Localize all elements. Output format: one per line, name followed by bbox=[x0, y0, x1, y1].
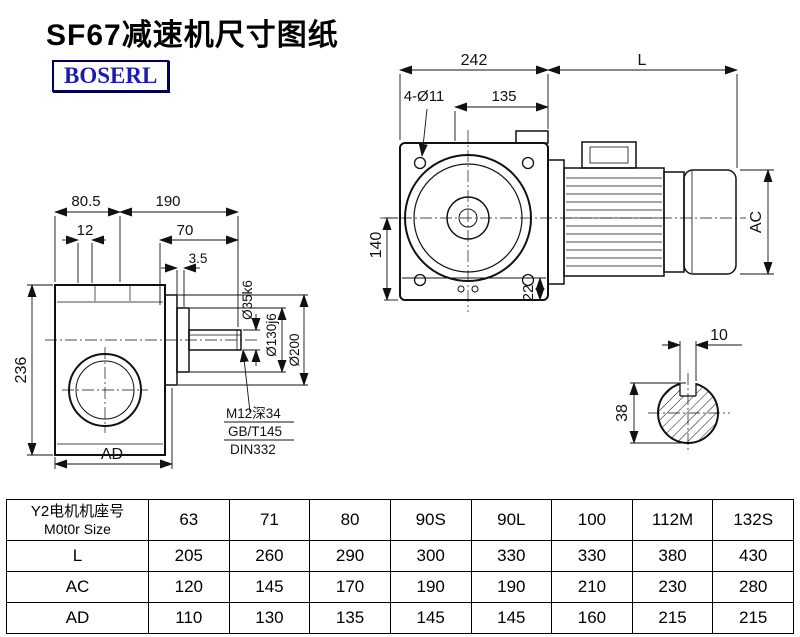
motor-size-90L: 90L bbox=[470, 499, 553, 541]
table-cell: 260 bbox=[228, 540, 311, 572]
fan-cowl bbox=[683, 169, 737, 275]
motor-size-90S: 90S bbox=[389, 499, 472, 541]
table-cell: 210 bbox=[551, 571, 633, 603]
row-label-AD: AD bbox=[6, 602, 149, 634]
dim-AC-label: AC bbox=[748, 211, 765, 233]
dim-flange-diameter-label: Ø200 bbox=[287, 333, 302, 366]
table-cell: 110 bbox=[148, 602, 230, 634]
table-cell: 215 bbox=[712, 602, 794, 634]
motor-size-header-cn: Y2电机机座号 bbox=[30, 503, 125, 520]
terminal-box bbox=[581, 141, 637, 169]
dim-shaft-diameter-label: Ø35k6 bbox=[240, 280, 255, 320]
motor-size-100: 100 bbox=[551, 499, 633, 541]
dim-135-label: 135 bbox=[491, 88, 516, 105]
table-cell: 170 bbox=[309, 571, 391, 603]
table-cell: 145 bbox=[228, 571, 311, 603]
table-cell: 190 bbox=[389, 571, 472, 603]
table-cell: 330 bbox=[470, 540, 553, 572]
dim-AD-label: AD bbox=[101, 446, 123, 463]
dim-22-label: 22 bbox=[520, 285, 537, 302]
shaft-end-dimensions: 10 38 bbox=[614, 327, 742, 444]
table-cell: 430 bbox=[712, 540, 794, 572]
gearbox-housing bbox=[399, 142, 549, 301]
shaft-end-view-drawing: 10 38 bbox=[614, 327, 742, 452]
dim-spigot-diameter-label: Ø130j6 bbox=[264, 313, 279, 357]
table-cell: 135 bbox=[309, 602, 391, 634]
dim-L-label: L bbox=[638, 52, 647, 69]
table-cell: 300 bbox=[389, 540, 472, 572]
dim-shaft-end-label: 38 bbox=[614, 404, 631, 422]
front-view-drawing: 242 L 135 4-Ø11 140 22 AC bbox=[368, 52, 774, 312]
dim-keyway-width-label: 10 bbox=[710, 327, 728, 344]
row-label-L: L bbox=[6, 540, 149, 572]
table-cell: 380 bbox=[631, 540, 714, 572]
motor-size-header: Y2电机机座号 M0t0r Size bbox=[6, 499, 149, 541]
dim-242-label: 242 bbox=[461, 52, 488, 69]
dim-80-5-label: 80.5 bbox=[71, 193, 100, 210]
table-cell: 290 bbox=[309, 540, 391, 572]
table-cell: 190 bbox=[470, 571, 553, 603]
table-cell: 330 bbox=[551, 540, 633, 572]
dim-4xO11-label: 4-Ø11 bbox=[404, 88, 445, 105]
side-view-dimensions: 80.5 190 12 70 3.5 236 bbox=[13, 193, 309, 469]
motor-body bbox=[547, 141, 737, 285]
side-view-drawing: 80.5 190 12 70 3.5 236 bbox=[13, 193, 309, 469]
row-label-AC: AC bbox=[6, 571, 149, 603]
table-cell: 145 bbox=[389, 602, 472, 634]
output-shaft bbox=[188, 329, 242, 351]
dim-140-label: 140 bbox=[368, 232, 385, 259]
front-view-dimensions: 242 L 135 4-Ø11 140 22 AC bbox=[368, 52, 774, 301]
note-din-label: DIN332 bbox=[230, 442, 276, 457]
table-row-AD: AD 110 130 135 145 145 160 215 215 bbox=[6, 602, 794, 634]
gearbox-side-body bbox=[54, 284, 166, 456]
motor-size-header-en: M0t0r Size bbox=[44, 521, 111, 537]
motor-size-132S: 132S bbox=[712, 499, 794, 541]
note-tap-label: M12深34 bbox=[226, 406, 281, 421]
table-cell: 120 bbox=[148, 571, 230, 603]
table-header-row: Y2电机机座号 M0t0r Size 63 71 80 90S 90L 100 … bbox=[6, 499, 794, 541]
table-cell: 160 bbox=[551, 602, 633, 634]
dimension-table: Y2电机机座号 M0t0r Size 63 71 80 90S 90L 100 … bbox=[6, 499, 794, 634]
motor-size-112M: 112M bbox=[631, 499, 714, 541]
page-title: SF67减速机尺寸图纸 bbox=[46, 19, 339, 52]
table-cell: 205 bbox=[148, 540, 230, 572]
table-cell: 280 bbox=[712, 571, 794, 603]
motor-size-80: 80 bbox=[309, 499, 391, 541]
table-cell: 230 bbox=[631, 571, 714, 603]
dim-190-label: 190 bbox=[155, 193, 180, 210]
dim-236-label: 236 bbox=[13, 357, 30, 384]
dim-3-5-label: 3.5 bbox=[189, 251, 208, 266]
boserl-logo: BOSERL bbox=[52, 60, 170, 92]
table-row-L: L 205 260 290 300 330 330 380 430 bbox=[6, 540, 794, 572]
note-standard-label: GB/T145 bbox=[228, 424, 282, 439]
table-cell: 145 bbox=[470, 602, 553, 634]
dim-70-label: 70 bbox=[177, 222, 194, 239]
technical-drawing: 242 L 135 4-Ø11 140 22 AC bbox=[13, 52, 774, 469]
dim-12-label: 12 bbox=[77, 222, 94, 239]
motor-size-71: 71 bbox=[228, 499, 311, 541]
table-cell: 215 bbox=[631, 602, 714, 634]
table-row-AC: AC 120 145 170 190 190 210 230 280 bbox=[6, 571, 794, 603]
mounting-holes bbox=[413, 156, 535, 287]
motor-size-63: 63 bbox=[148, 499, 230, 541]
boserl-logo-text: BOSERL bbox=[64, 63, 158, 88]
output-flange-circles bbox=[404, 154, 532, 282]
table-cell: 130 bbox=[228, 602, 311, 634]
